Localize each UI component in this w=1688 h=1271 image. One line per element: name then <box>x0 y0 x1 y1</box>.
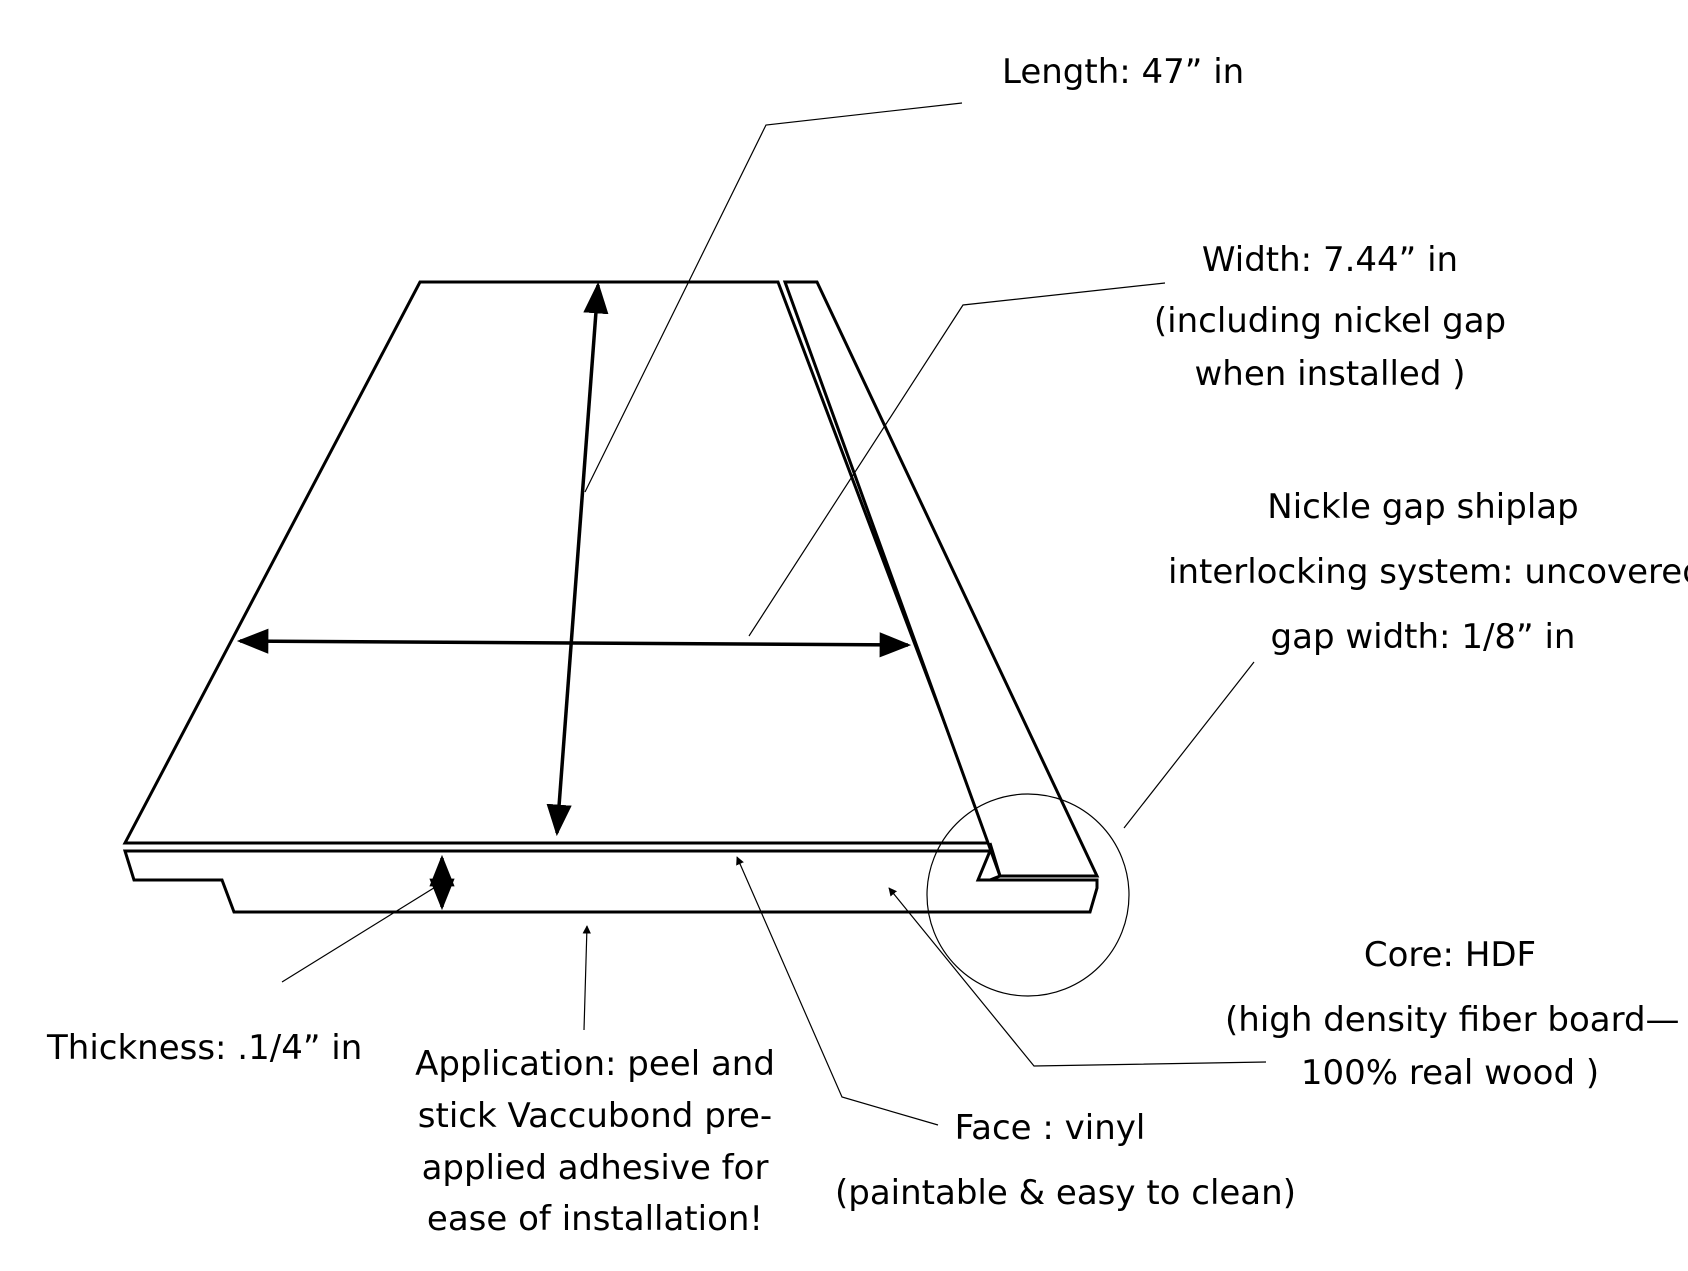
application-leader <box>582 925 591 1031</box>
width-label-line3: when installed ) <box>1194 353 1466 394</box>
shiplap-step <box>988 842 1002 882</box>
nickle-gap-label-line2: interlocking system: uncovered <box>1168 551 1688 592</box>
width-arrow <box>236 628 912 658</box>
face-leader <box>736 856 939 1126</box>
nickle-gap-label: Nickle gap shiplap interlocking system: … <box>1168 487 1688 657</box>
width-label-line2: (including nickel gap <box>1153 300 1507 341</box>
face-label: Face : vinyl (paintable & easy to clean) <box>835 1108 1296 1214</box>
width-label-line1: Width: 7.44” in <box>1201 240 1459 280</box>
thickness-leader <box>281 885 438 983</box>
application-label-line2: stick Vaccubond pre- <box>417 1095 773 1136</box>
core-label: Core: HDF (high density fiber board— 100… <box>1225 935 1680 1093</box>
application-label: Application: peel and stick Vaccubond pr… <box>405 1044 785 1240</box>
shiplap-lip <box>782 280 1100 878</box>
length-arrow <box>546 281 609 837</box>
application-label-line4: ease of installation! <box>426 1199 764 1240</box>
face-label-line2: (paintable & easy to clean) <box>835 1172 1296 1213</box>
nickle-gap-label-line3: gap width: 1/8” in <box>1270 616 1576 657</box>
plank-top-face <box>122 280 993 845</box>
plank-front-edge <box>122 849 1099 914</box>
nickle-gap-label-line1: Nickle gap shiplap <box>1267 487 1579 527</box>
core-label-line3: 100% real wood ) <box>1300 1052 1600 1093</box>
width-label: Width: 7.44” in (including nickel gap wh… <box>1120 240 1540 394</box>
thickness-label: Thickness: .1/4” in <box>47 1028 363 1068</box>
face-label-line1: Face : vinyl <box>954 1108 1146 1148</box>
length-leader <box>584 102 963 493</box>
nickle-gap-leader <box>1123 661 1255 829</box>
application-label-line3: applied adhesive for <box>421 1147 769 1188</box>
nickel-gap-callout-circle <box>926 793 1130 997</box>
core-label-line1: Core: HDF <box>1363 935 1537 975</box>
core-label-line2: (high density fiber board— <box>1225 999 1680 1040</box>
length-label: Length: 47” in <box>1002 52 1245 92</box>
width-leader <box>748 282 1166 637</box>
core-leader <box>888 887 1267 1067</box>
application-label-line1: Application: peel and <box>415 1044 775 1084</box>
